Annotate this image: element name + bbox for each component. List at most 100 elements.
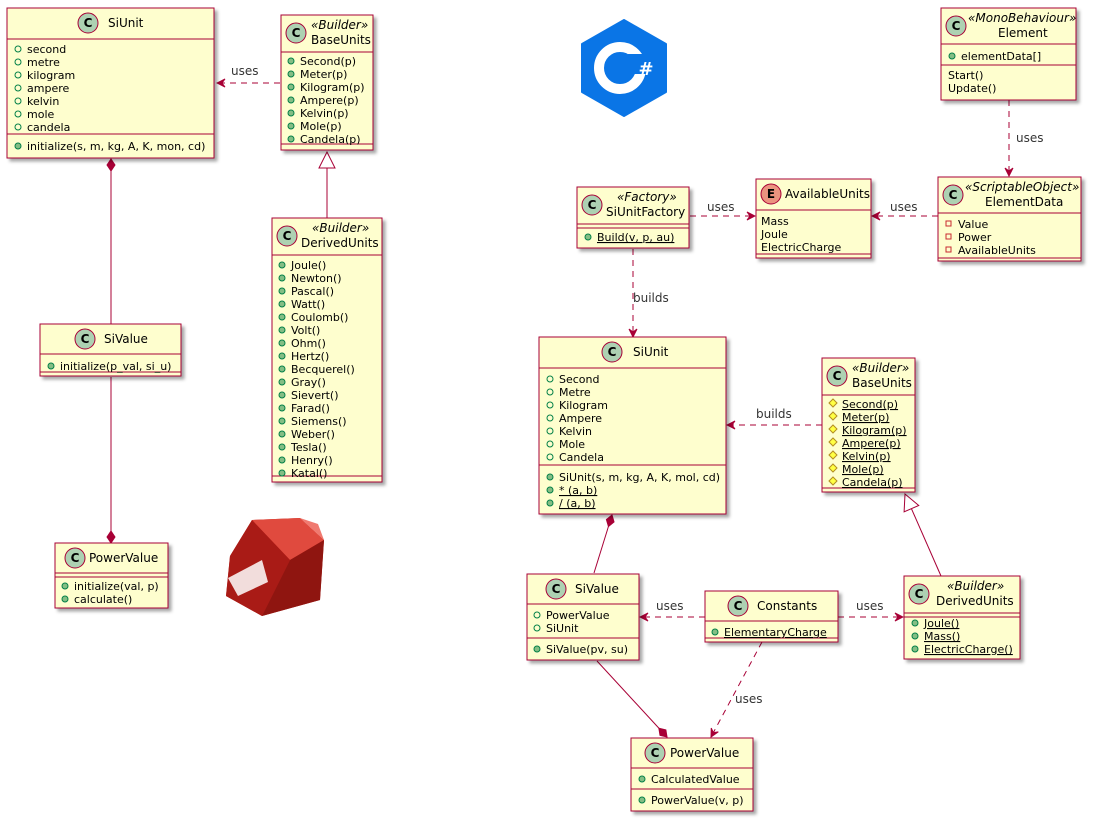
label-cs-factory-builds: builds — [633, 291, 669, 305]
class-name: ElementData — [985, 195, 1063, 209]
svg-text:metre: metre — [27, 56, 60, 69]
method-list: Second(p) Meter(p) Kilogram(p) Ampere(p)… — [828, 398, 907, 489]
class-icon: C — [545, 578, 567, 600]
class-ruby-siunit[interactable]: C SiUnit second metre kilogram ampere ke… — [6, 7, 215, 159]
class-cs-sivalue[interactable]: C SiValue PowerValue SiUnit SiValue(pv, … — [526, 573, 640, 661]
svg-text:Second(p): Second(p) — [842, 398, 898, 411]
class-name: SiValue — [575, 582, 619, 596]
class-icon: C — [77, 12, 99, 34]
class-name: SiUnit — [633, 345, 669, 359]
svg-text:C: C — [833, 369, 842, 383]
attr-list: CalculatedValue — [638, 773, 740, 786]
svg-text:CalculatedValue: CalculatedValue — [651, 773, 740, 786]
class-icon: C — [276, 225, 298, 247]
svg-text:C: C — [608, 345, 617, 359]
class-cs-siunitfactory[interactable]: C «Factory» SiUnitFactory Build(v, p, au… — [576, 186, 690, 249]
relations — [106, 83, 1009, 738]
svg-text:Kilogram: Kilogram — [559, 399, 608, 412]
svg-text:C: C — [915, 587, 924, 601]
svg-text:Metre: Metre — [559, 386, 591, 399]
method-list: Joule() Mass() ElectricCharge() — [911, 617, 1013, 656]
class-icon: C — [727, 595, 749, 617]
svg-text:Joule(): Joule() — [923, 617, 959, 630]
svg-text:Kelvin(p): Kelvin(p) — [842, 450, 891, 463]
svg-text:Value: Value — [958, 218, 988, 231]
class-ruby-baseunits[interactable]: C «Builder» BaseUnits Second(p) Meter(p)… — [280, 14, 374, 151]
svg-text:Watt(): Watt() — [291, 298, 325, 311]
svg-text:Volt(): Volt() — [291, 324, 320, 337]
svg-text:Mole(p): Mole(p) — [300, 120, 342, 133]
svg-text:Ohm(): Ohm() — [291, 337, 326, 350]
svg-text:/ (a, b): / (a, b) — [559, 497, 596, 510]
svg-text:Candela(p): Candela(p) — [300, 133, 361, 146]
svg-text:Gray(): Gray() — [291, 376, 326, 389]
label-ruby-uses: uses — [231, 64, 259, 78]
svg-text:PowerValue(v, p): PowerValue(v, p) — [651, 794, 744, 807]
rel-cs-sivalue-powervalue — [596, 660, 668, 738]
attr-list: ElementaryCharge — [711, 626, 827, 639]
class-name: BaseUnits — [311, 33, 371, 47]
class-ruby-powervalue[interactable]: C PowerValue initialize(val, p) calculat… — [54, 542, 169, 609]
class-name: PowerValue — [89, 551, 158, 565]
svg-text:Start(): Start() — [948, 69, 983, 82]
svg-text:Ampere: Ampere — [559, 412, 602, 425]
attr-list: Value Power AvailableUnits — [945, 218, 1036, 257]
svg-text:Sievert(): Sievert() — [291, 389, 339, 402]
svg-text:Coulomb(): Coulomb() — [291, 311, 348, 324]
method-list: initialize(s, m, kg, A, K, mon, cd) — [14, 140, 205, 153]
class-cs-elementdata[interactable]: C «ScriptableObject» ElementData Value P… — [937, 176, 1082, 262]
svg-text:Ampere(p): Ampere(p) — [842, 437, 901, 450]
class-name: SiValue — [104, 332, 148, 346]
enum-cs-availableunits[interactable]: E AvailableUnits Mass Joule ElectricChar… — [755, 178, 872, 259]
class-icon: C — [908, 583, 930, 605]
label-cs-constants-powervalue-uses: uses — [735, 692, 763, 706]
rel-cs-siunit-sivalue — [593, 514, 615, 574]
svg-text:C: C — [651, 746, 660, 760]
class-cs-baseunits[interactable]: C «Builder» BaseUnits Second(p) Meter(p)… — [821, 357, 916, 493]
svg-text:E: E — [767, 187, 775, 201]
svg-text:SiUnit: SiUnit — [546, 622, 579, 635]
class-ruby-sivalue[interactable]: C SiValue initialize(p_val, si_u) — [39, 323, 182, 377]
label-cs-elementdata-uses: uses — [890, 200, 918, 214]
svg-text:SiValue(pv, su): SiValue(pv, su) — [546, 643, 628, 656]
svg-text:calculate(): calculate() — [74, 593, 132, 606]
class-name: SiUnit — [108, 16, 144, 30]
class-cs-derivedunits[interactable]: C «Builder» DerivedUnits Joule() Mass() … — [903, 575, 1021, 660]
class-cs-siunit[interactable]: C SiUnit Second Metre Kilogram Ampere Ke… — [538, 336, 727, 515]
svg-text:ampere: ampere — [27, 82, 69, 95]
method-list: SiUnit(s, m, kg, A, K, mol, cd) * (a, b)… — [546, 471, 720, 510]
svg-text:Build(v, p, au): Build(v, p, au) — [597, 231, 674, 244]
svg-text:ElementaryCharge: ElementaryCharge — [724, 626, 827, 639]
svg-text:Katal(): Katal() — [291, 467, 327, 480]
svg-text:Kilogram(p): Kilogram(p) — [842, 424, 907, 437]
stereotype: «Builder» — [311, 18, 368, 32]
stereotype: «Builder» — [852, 361, 909, 375]
class-ruby-derivedunits[interactable]: C «Builder» DerivedUnits Joule() Newton(… — [271, 217, 383, 483]
svg-text:Mole: Mole — [559, 438, 585, 451]
svg-text:kelvin: kelvin — [27, 95, 59, 108]
class-icon: C — [601, 341, 623, 363]
class-icon: C — [74, 328, 96, 350]
class-cs-powervalue[interactable]: C PowerValue CalculatedValue PowerValue(… — [630, 737, 754, 812]
svg-text:C: C — [283, 229, 292, 243]
svg-text:Meter(p): Meter(p) — [300, 68, 347, 81]
svg-text:Ampere(p): Ampere(p) — [300, 94, 359, 107]
class-name: Constants — [757, 599, 817, 613]
svg-text:Second: Second — [559, 373, 599, 386]
class-cs-element[interactable]: C «MonoBehaviour» Element elementData[] … — [940, 7, 1077, 101]
stereotype: «Builder» — [947, 579, 1004, 593]
svg-text:Kelvin(p): Kelvin(p) — [300, 107, 349, 120]
stereotype: «Builder» — [312, 221, 369, 235]
attr-list: elementData[] — [948, 50, 1041, 63]
class-icon: C — [942, 184, 964, 206]
method-list: Build(v, p, au) — [584, 231, 674, 244]
class-cs-constants[interactable]: C Constants ElementaryCharge — [704, 590, 839, 643]
enum-icon: E — [760, 183, 782, 205]
svg-text:C: C — [952, 19, 961, 33]
class-name: SiUnitFactory — [606, 205, 685, 219]
svg-text:C: C — [949, 188, 958, 202]
svg-text:ElectricCharge(): ElectricCharge() — [924, 643, 1013, 656]
class-name: Element — [998, 26, 1048, 40]
svg-text:C: C — [734, 599, 743, 613]
attr-list: PowerValue SiUnit — [533, 609, 610, 635]
